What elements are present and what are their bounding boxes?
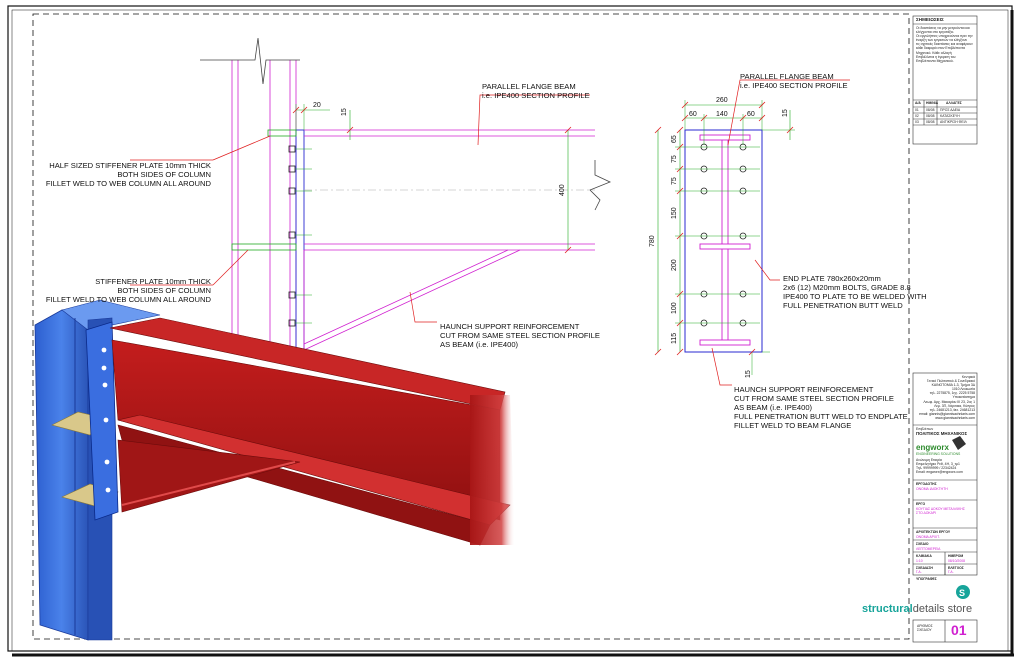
end-plate-view: 260 60 140 60 15 780 65 75 75 150 200 10… (649, 79, 850, 386)
revision-row: 03 (915, 120, 919, 124)
beam-label-endplate: PARALLEL FLANGE BEAM i.e. IPE400 SECTION… (740, 72, 848, 90)
dim-v-115: 115 (671, 333, 678, 344)
drawing-value: ΛΕΠΤΟΜΕΡΕΙΑ (916, 547, 941, 551)
brand-wordmark: structuraldetails store (862, 603, 973, 615)
dim-v-65: 65 (671, 135, 678, 143)
project-label: ΕΡΓΟ (916, 502, 926, 506)
revisions-header-desc: ΑΛΛΑΓΕΣ (946, 101, 962, 105)
architect-label: ΑΡΧΙΤΕΚΤΩΝ ΕΡΓΟΥ (916, 530, 951, 534)
dim-780: 780 (649, 235, 656, 247)
drawn-label: ΣΧΕΔΙΑΣΗ (916, 566, 933, 570)
render-end-plate (85, 321, 119, 521)
scale-value: 1:10 (916, 559, 923, 563)
revision-row: 08/08 (926, 120, 935, 124)
dim-260: 260 (716, 97, 728, 104)
drawing-label: ΣΧΕΔΙΟ (916, 542, 929, 546)
elevation-view: 20 15 400 (130, 37, 612, 351)
render-column (34, 309, 89, 641)
brand-logo-glyph: S (959, 588, 965, 598)
revision-row: 08/08 (926, 114, 935, 118)
signatures-label: ΥΠΟΓΡΑΦΕΣ (916, 577, 937, 581)
revision-row: ΑΝΤΙΚΡΙΣΗ ΦΕΙΛ (940, 120, 967, 124)
engineer-title: ΠΟΛΙΤΙΚΟΣ ΜΗΧΑΝΙΚΟΣ (916, 431, 968, 436)
dim-60-right: 60 (747, 111, 755, 118)
beam-break-line (589, 160, 612, 211)
client-label: ΕΡΓΟΔΟΤΗΣ (916, 482, 937, 486)
architect-value: ΟΝΟΜΑ ΑΡΧΙΤ. (916, 535, 940, 539)
dim-v-200: 200 (671, 259, 678, 271)
checked-label: ΕΛΕΓΧΟΣ (948, 566, 964, 570)
isometric-render (34, 299, 515, 641)
revisions-header-no: Α/Α (915, 101, 921, 105)
revision-row: 02 (915, 114, 919, 118)
dim-15-top: 15 (782, 109, 789, 117)
engworx-logo-subtitle: ENGINEERING SOLUTIONS (916, 452, 961, 456)
dim-140: 140 (716, 111, 728, 118)
haunch-note-endplate: HAUNCH SUPPORT REINFORCEMENT CUT FROM SA… (734, 385, 908, 430)
dim-60-left: 60 (689, 111, 697, 118)
ipe-section (699, 134, 751, 346)
revision-row: ΠΡΟΣ ΑΔΕΙΑ (940, 108, 961, 112)
dim-20: 20 (313, 102, 321, 109)
half-stiffener-label: HALF SIZED STIFFENER PLATE 10mm THICK BO… (45, 161, 211, 188)
beam-label-elevation: PARALLEL FLANGE BEAM i.e. IPE400 SECTION… (482, 82, 590, 100)
date-label: ΗΜΕΡΟΜ (948, 554, 964, 558)
haunch-label-elevation: HAUNCH SUPPORT REINFORCEMENT CUT FROM SA… (440, 322, 600, 349)
scale-label: ΚΛΙΜΑΚΑ (916, 554, 932, 558)
sheet-inner-border (11, 9, 1009, 652)
sheet-number-label: ΑΡΙΘΜΟΣ ΣΧΕΔΙΟΥ (917, 624, 933, 633)
office-info: Κεντρικά Γενικό Πολιτιστικό & Συνεδριακό… (919, 375, 975, 420)
dim-15-bottom: 15 (745, 370, 752, 378)
sheet-number: 01 (951, 622, 967, 638)
dim-v-100: 100 (671, 302, 678, 314)
dim-v-75a: 75 (671, 155, 678, 163)
dim-400: 400 (559, 184, 566, 196)
revision-row: 08/08 (926, 108, 935, 112)
haunch-flange (303, 249, 521, 351)
date-value: 08/10/2008 (948, 559, 965, 563)
dim-v-75b: 75 (671, 177, 678, 185)
drawn-value: Γ.Α. (916, 570, 922, 574)
stiffener-plate (231, 243, 297, 251)
render-beam-top-flange (109, 317, 506, 411)
checked-value: Γ.Α. (948, 570, 954, 574)
notes-heading: ΣΗΜΕΙΩΣΕΙΣ (916, 17, 944, 22)
title-block-frame (912, 15, 978, 643)
project-value: ΚΟΥΓΙΑΣ ΔΟΚΟΥ ΜΕΤΑΛΛΙΚΗΣ ΣΤΟ ΔΟΚΑΡΙ (916, 507, 965, 516)
column-break-line (200, 37, 300, 85)
end-plate-note: END PLATE 780x260x20mm 2x6 (12) M20mm BO… (783, 274, 927, 310)
notes-body: Οι διαστάσεις να μην μετρούνται και ελέγ… (916, 26, 973, 63)
dim-v-150: 150 (671, 207, 678, 219)
client-value: ΟΝΟΜΑ ΙΔΙΟΚΤΗΤΗ (916, 487, 948, 491)
dim-15-elev: 15 (341, 108, 348, 116)
engworx-logo-text: engworx (916, 443, 949, 452)
revisions-header-date: ΗΜ/ΝΙΑ (926, 101, 939, 105)
brand-logo-icon (956, 585, 970, 599)
engineer-label: Επιβλέπων (916, 427, 934, 431)
engworx-logo-icon (952, 436, 966, 450)
engineer-info: Ανώνυμη Εταιρία Επιμελητήριο Ρεθ, 4Η, 3_… (916, 458, 963, 475)
revision-row: ΚΑΤΑΣΚΕΥΗ (940, 114, 960, 118)
stiffener-label: STIFFENER PLATE 10mm THICK BOTH SIDES OF… (45, 277, 211, 304)
end-plate-outline (684, 129, 763, 353)
revision-row: 01 (915, 108, 919, 112)
half-stiffener-plate (267, 129, 297, 137)
